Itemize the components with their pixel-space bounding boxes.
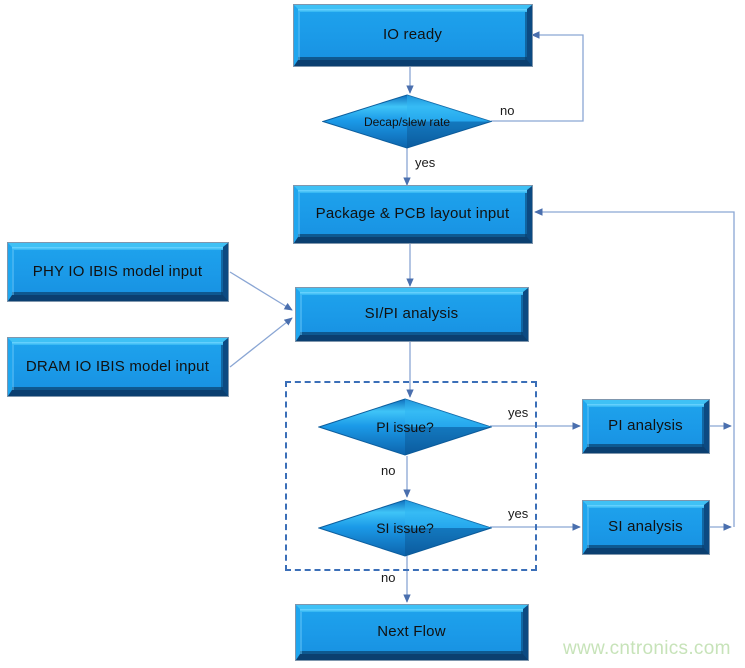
node-label: PI issue? xyxy=(376,419,434,435)
edge-label-pi-yes: yes xyxy=(508,405,529,420)
bevel-highlight xyxy=(12,342,223,345)
node-phy-io-ibis-model-input[interactable]: PHY IO IBIS model input xyxy=(8,243,228,301)
node-dram-io-ibis-model-input[interactable]: DRAM IO IBIS model input xyxy=(8,338,228,396)
bevel-highlight xyxy=(587,505,704,508)
edge-label-decap-no: no xyxy=(500,103,515,118)
node-label: SI analysis xyxy=(608,518,683,535)
bevel-highlight xyxy=(300,609,523,612)
node-label: Package & PCB layout input xyxy=(315,205,510,222)
diamond-shape xyxy=(317,499,493,557)
edge-label-pi-no: no xyxy=(381,463,396,478)
edge-label-si-no: no xyxy=(381,570,396,585)
diamond-shape xyxy=(317,398,493,456)
bevel-highlight xyxy=(587,404,704,407)
node-pi-analysis[interactable]: PI analysis xyxy=(583,400,709,453)
node-label: SI/PI analysis xyxy=(364,305,459,322)
site-watermark: www.cntronics.com xyxy=(563,638,731,659)
node-pi-issue[interactable]: PI issue? xyxy=(317,398,493,456)
bevel-highlight xyxy=(298,9,527,12)
node-si-pi-analysis[interactable]: SI/PI analysis xyxy=(296,288,528,341)
node-label: IO ready xyxy=(382,26,443,43)
node-si-analysis[interactable]: SI analysis xyxy=(583,501,709,554)
node-label: SI issue? xyxy=(376,520,434,536)
diamond-shape xyxy=(321,94,493,149)
node-io-ready[interactable]: IO ready xyxy=(294,5,532,66)
node-next-flow[interactable]: Next Flow xyxy=(296,605,528,660)
node-decap-slew-rate[interactable]: Decap/slew rate xyxy=(321,94,493,149)
edge-return-to-pkg xyxy=(534,208,735,527)
edge-dram-to-sipi xyxy=(229,317,293,368)
edge-phy-to-sipi xyxy=(229,271,293,311)
node-label: PHY IO IBIS model input xyxy=(32,262,203,280)
bevel-highlight xyxy=(298,190,527,193)
issue-check-group xyxy=(285,381,537,571)
bevel-highlight xyxy=(300,292,523,295)
edge-label-decap-yes: yes xyxy=(415,155,436,170)
node-si-issue[interactable]: SI issue? xyxy=(317,499,493,557)
node-package-pcb-layout-input[interactable]: Package & PCB layout input xyxy=(294,186,532,243)
node-label: DRAM IO IBIS model input xyxy=(25,357,210,375)
node-label: Decap/slew rate xyxy=(363,114,451,129)
node-label: Next Flow xyxy=(377,623,446,640)
bevel-highlight xyxy=(12,247,223,250)
edge-label-si-yes: yes xyxy=(508,506,529,521)
node-label: PI analysis xyxy=(608,417,683,434)
